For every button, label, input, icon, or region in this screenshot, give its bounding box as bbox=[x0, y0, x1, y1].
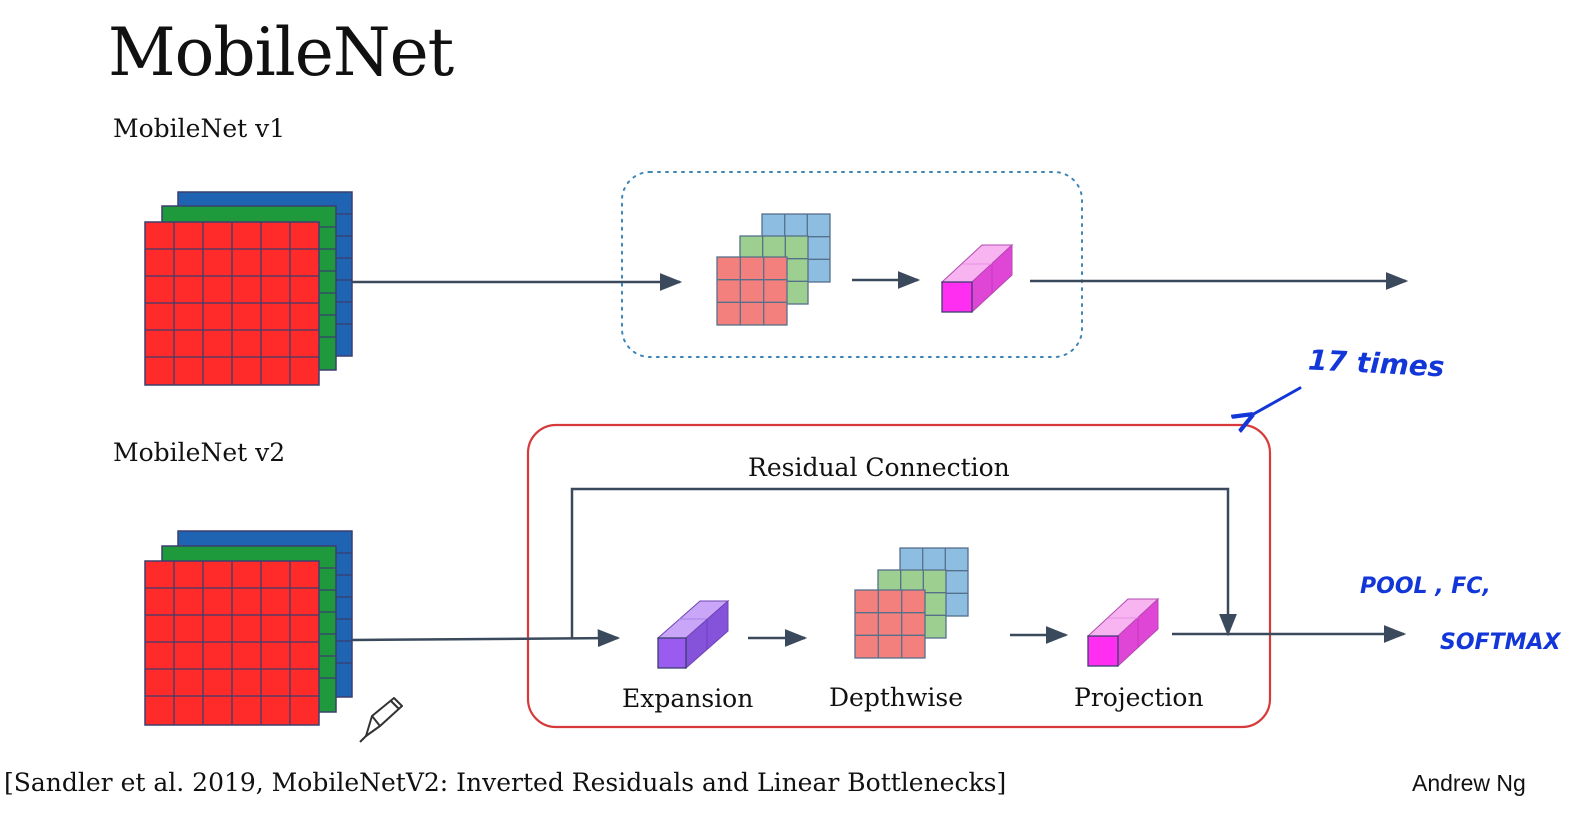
residual-connection-arrow bbox=[570, 487, 1237, 639]
projection-block-icon bbox=[1086, 597, 1160, 668]
citation: [Sandler et al. 2019, MobileNetV2: Inver… bbox=[4, 768, 1007, 797]
repeat-note: 17 times bbox=[1307, 343, 1446, 384]
v1-block-dotted-box bbox=[621, 171, 1083, 358]
depthwise-filter-icon bbox=[854, 547, 969, 659]
output-note-line2: SOFTMAX bbox=[1440, 630, 1561, 655]
expansion-block-icon bbox=[656, 599, 730, 670]
repeat-note-pointer-arrow bbox=[1250, 386, 1302, 416]
v2-bottleneck-block-box bbox=[526, 423, 1272, 729]
v1-pointwise-block-icon bbox=[940, 243, 1014, 314]
expansion-label: Expansion bbox=[622, 684, 754, 713]
v2-input-volume bbox=[144, 530, 353, 726]
v2-input-arrow bbox=[351, 629, 621, 648]
author-credit: Andrew Ng bbox=[1412, 770, 1526, 796]
projection-label: Projection bbox=[1074, 683, 1204, 712]
v1-depthwise-filter-icon bbox=[716, 213, 831, 326]
slide-title: MobileNet bbox=[108, 14, 454, 91]
output-note-line1: POOL , FC, bbox=[1360, 574, 1491, 599]
v1-label: MobileNet v1 bbox=[113, 114, 286, 143]
residual-connection-label: Residual Connection bbox=[748, 453, 1010, 482]
v1-input-volume bbox=[144, 191, 353, 386]
depthwise-label: Depthwise bbox=[829, 683, 964, 712]
v2-label: MobileNet v2 bbox=[113, 438, 286, 467]
pencil-cursor-icon bbox=[359, 697, 403, 743]
